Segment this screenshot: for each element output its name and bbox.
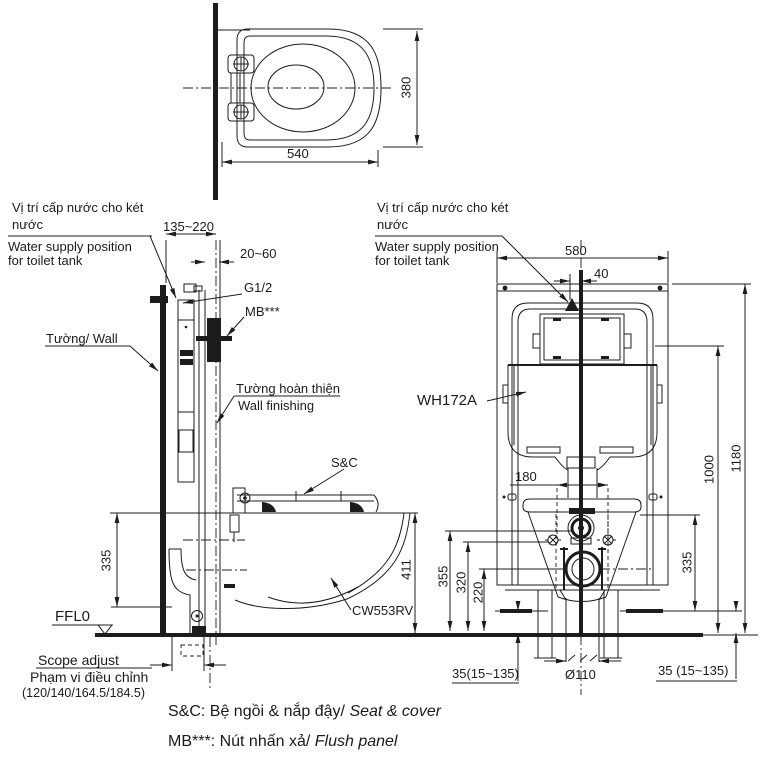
note-seat-cover-en: Seat & cover <box>349 703 442 720</box>
scope-adjust-vi-label: Phạm vi điều chỉnh <box>30 669 149 685</box>
supply-offset-dim: 40 <box>594 266 609 281</box>
seat-cover-code-label: S&C <box>331 455 358 470</box>
top-view <box>183 3 423 200</box>
wall-finishing-vi-label: Tường hoàn thiện <box>236 381 340 396</box>
supply-label-en-2-right: for toilet tank <box>375 253 450 268</box>
height-355-dim: 355 <box>435 565 451 588</box>
bolt-spacing-dim: 180 <box>515 469 537 484</box>
top-depth-dim: 380 <box>398 76 414 99</box>
right-height-335-dim: 335 <box>679 551 695 574</box>
height-220-dim: 220 <box>470 581 486 604</box>
supply-label-en-1-left: Water supply position <box>8 239 132 254</box>
flush-panel-code-label: MB*** <box>245 304 280 319</box>
supply-label-vi-2-left: nước <box>12 217 43 232</box>
wall-label: Tường/ Wall <box>46 331 118 346</box>
supply-label-vi-1-left: Vị trí cấp nước cho két <box>12 200 144 215</box>
left-height-335-dim: 335 <box>98 549 114 572</box>
scope-adjust-values-label: (120/140/164.5/184.5) <box>22 686 146 700</box>
finish-thickness-dim: 20~60 <box>240 246 277 261</box>
height-1000-dim: 1000 <box>701 455 717 484</box>
floor-level-label: FFL0 <box>55 608 91 625</box>
note-seat-cover-prefix: S&C: Bệ ngồi & nắp đậy/ <box>168 703 345 720</box>
supply-label-vi-2-right: nước <box>377 217 408 232</box>
frame-width-dim: 580 <box>565 243 587 258</box>
leg-adjust-left-dim: 35(15~135) <box>452 666 519 681</box>
supply-label-en-1-right: Water supply position <box>375 239 499 254</box>
scope-adjust-en-label: Scope adjust <box>38 652 119 668</box>
bowl-model-label: CW553RV <box>352 603 414 618</box>
note-flush-panel-en: Flush panel <box>314 733 398 750</box>
note-flush-panel: MB***: Nút nhấn xả/ Flush panel <box>168 733 397 751</box>
front-view <box>375 235 751 695</box>
wall-finishing-en-label: Wall finishing <box>238 398 315 413</box>
frame-height-dim: 1180 <box>728 444 744 473</box>
wall-offset-dim: 135~220 <box>163 219 214 234</box>
height-320-dim: 320 <box>453 571 469 594</box>
rim-height-411-dim: 411 <box>398 559 414 580</box>
top-width-dim: 540 <box>287 146 309 161</box>
leg-adjust-right-dim: 35 (15~135) <box>658 663 729 678</box>
supply-label-en-2-left: for toilet tank <box>8 253 83 268</box>
drain-diameter-dim: Ø110 <box>565 667 596 682</box>
left-side-view <box>8 231 758 690</box>
supply-label-vi-1-right: Vị trí cấp nước cho két <box>377 200 509 215</box>
note-seat-cover: S&C: Bệ ngồi & nắp đậy/ Seat & cover <box>168 703 441 721</box>
frame-model-label: WH172A <box>417 392 478 409</box>
inlet-thread-label: G1/2 <box>244 280 273 295</box>
note-flush-panel-prefix: MB***: Nút nhấn xả/ <box>168 733 311 750</box>
